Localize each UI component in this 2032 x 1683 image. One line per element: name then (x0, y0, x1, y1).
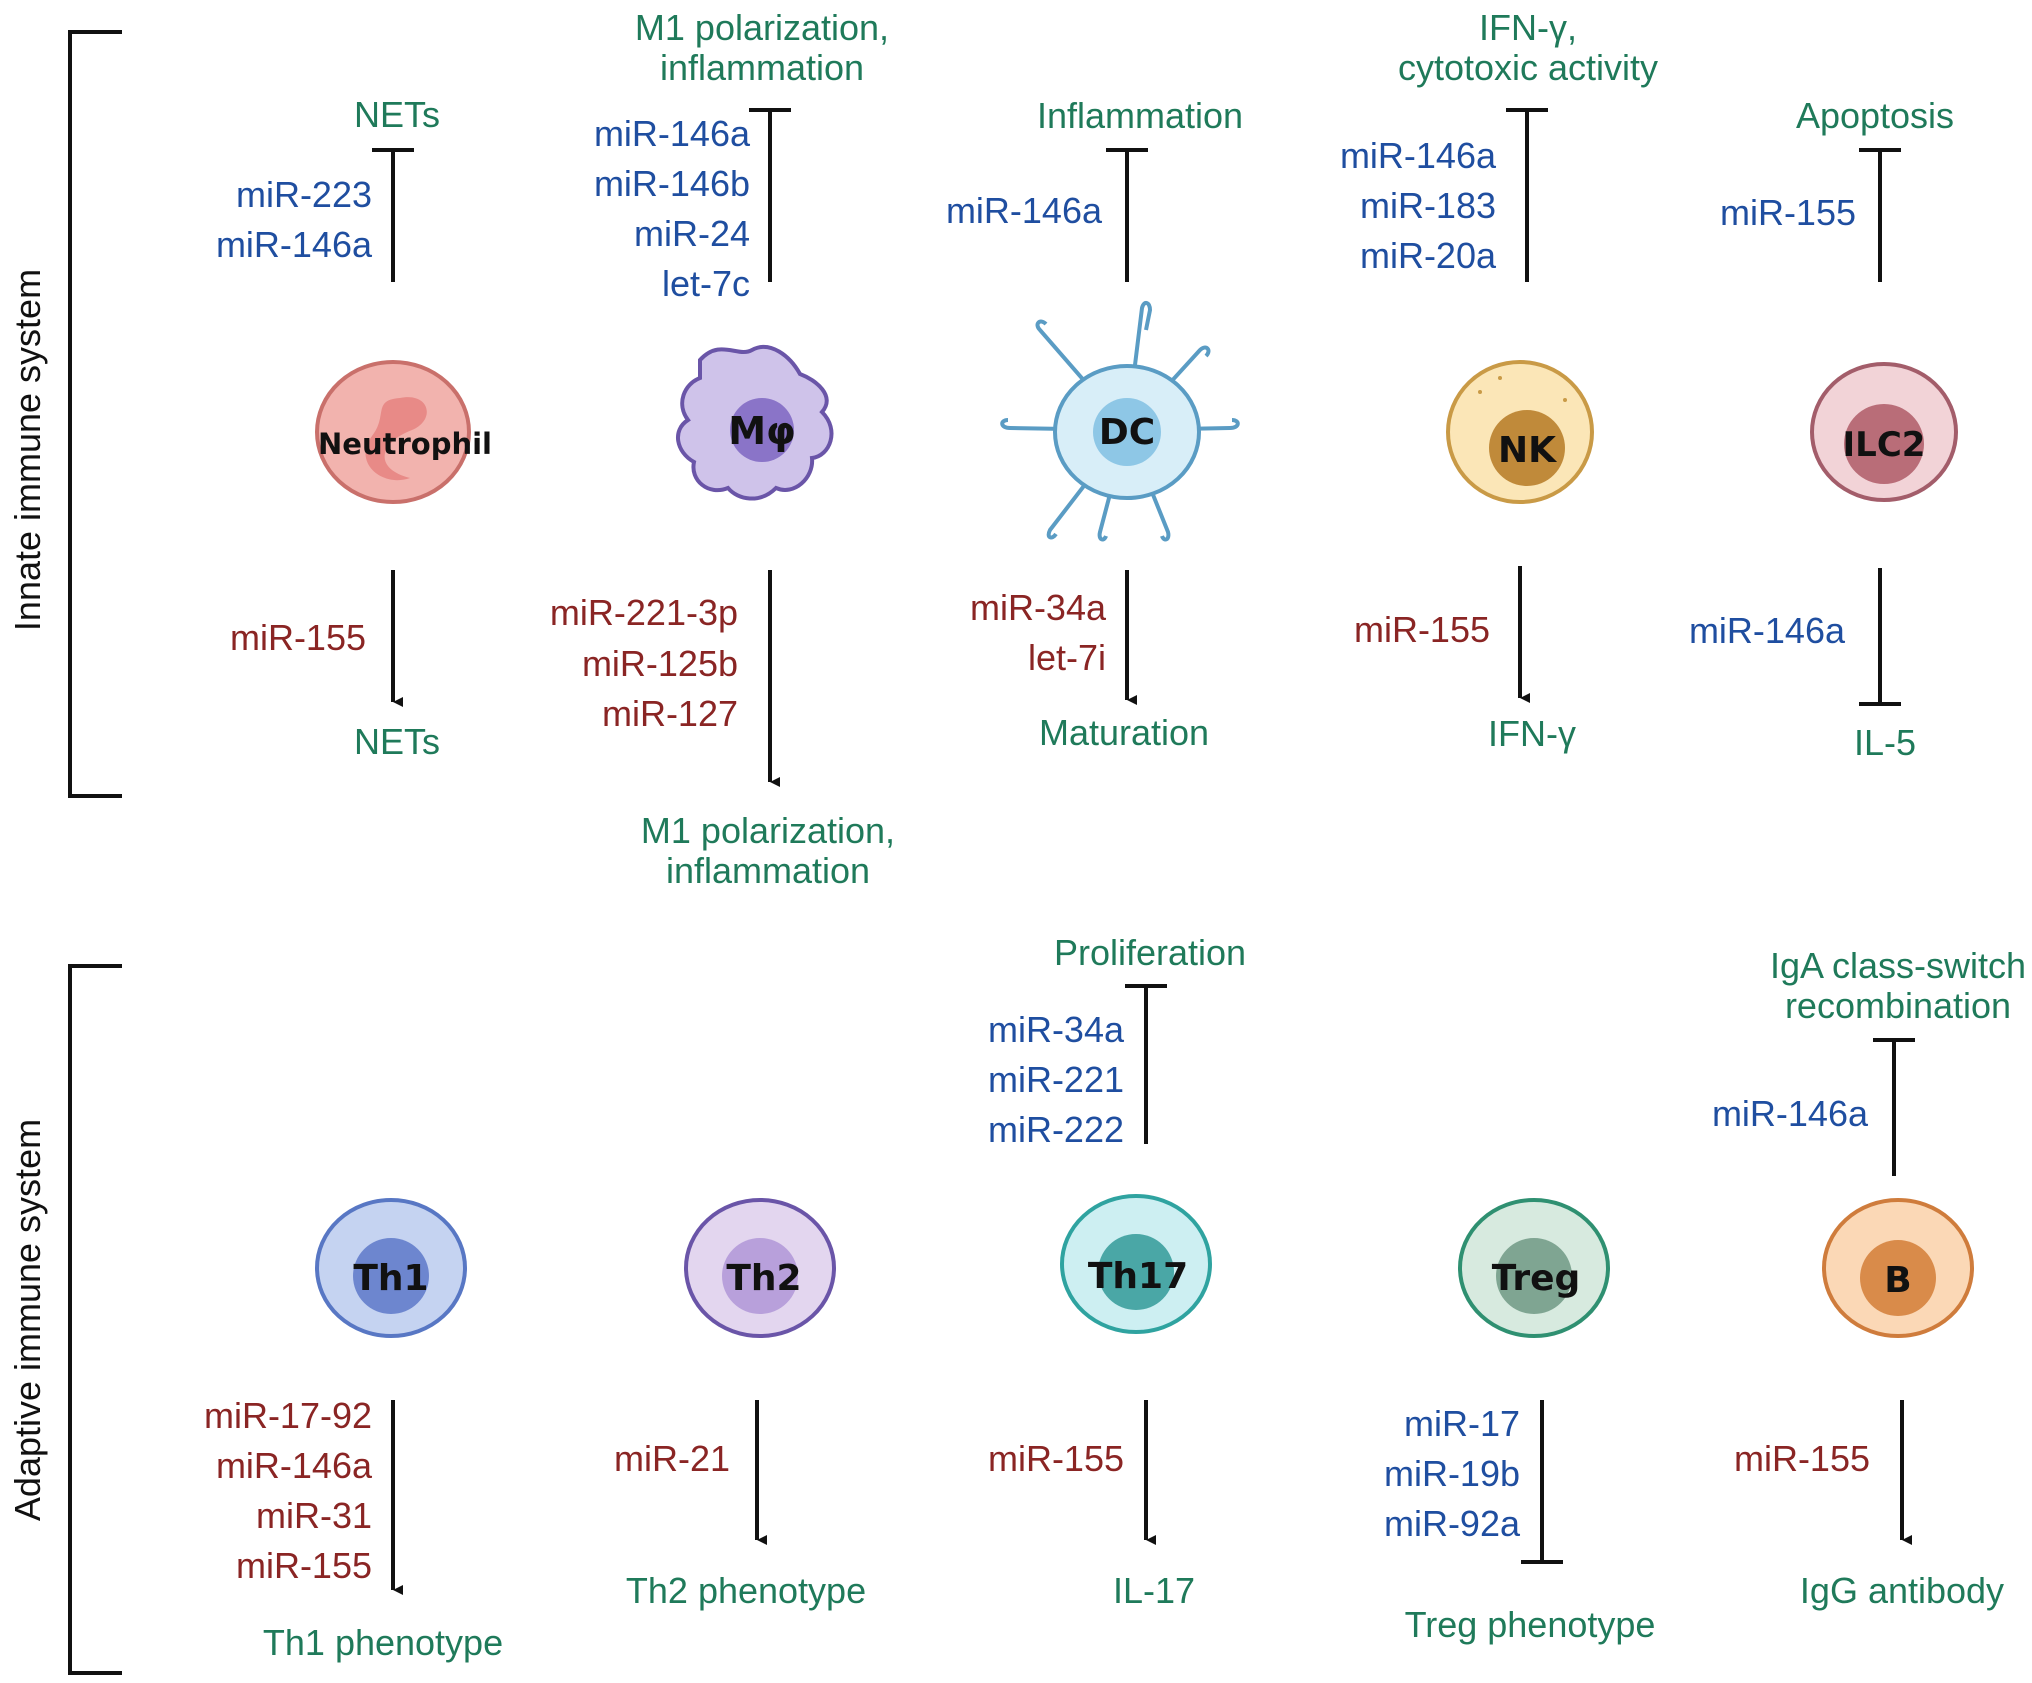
b-group: IgA class-switch recombination miR-146a … (1712, 945, 2026, 1611)
th17-above-effect: Proliferation (1054, 932, 1246, 973)
nk-above-effect: cytotoxic activity (1398, 47, 1658, 88)
nk-below-effect: IFN-γ (1488, 713, 1576, 754)
treg-below-effect: Treg phenotype (1405, 1604, 1656, 1645)
dc-group: Inflammation miR-146a DC miR-34a let-7i … (946, 95, 1243, 753)
b-below-effect: IgG antibody (1800, 1570, 2004, 1611)
adaptive-bracket (68, 964, 122, 1675)
neutrophil-group: NETs miR-223 miR-146a Neutrophil miR-155… (216, 94, 492, 762)
nk-above-effect: IFN-γ, (1479, 7, 1577, 48)
macrophage-above-effect: inflammation (660, 47, 864, 88)
b-label: B (1884, 1260, 1911, 1301)
treg-label: Treg (1492, 1258, 1581, 1299)
th1-below-mirna: miR-146a (216, 1445, 373, 1486)
b-below-mirna: miR-155 (1734, 1438, 1870, 1479)
macrophage-above-mirna: let-7c (662, 263, 750, 304)
dc-above-effect: Inflammation (1037, 95, 1243, 136)
th1-below-mirna: miR-31 (256, 1495, 372, 1536)
neutrophil-below-effect: NETs (354, 721, 440, 762)
b-above-mirna: miR-146a (1712, 1093, 1869, 1134)
treg-group: Treg miR-17 miR-19b miR-92a Treg phenoty… (1384, 1198, 1656, 1645)
th2-group: Th2 miR-21 Th2 phenotype (614, 1198, 866, 1611)
nk-below-mirna: miR-155 (1354, 609, 1490, 650)
nk-label: NK (1498, 430, 1557, 471)
macrophage-below-mirna: miR-221-3p (550, 592, 738, 633)
macrophage-above-mirna: miR-146a (594, 113, 751, 154)
ilc2-above-mirna: miR-155 (1720, 192, 1856, 233)
treg-below-mirna: miR-92a (1384, 1503, 1521, 1544)
macrophage-below-mirna: miR-127 (602, 693, 738, 734)
th17-above-mirna: miR-34a (988, 1009, 1125, 1050)
neutrophil-below-mirna: miR-155 (230, 617, 366, 658)
th17-below-effect: IL-17 (1113, 1570, 1195, 1611)
th17-group: Proliferation miR-34a miR-221 miR-222 Th… (988, 932, 1246, 1611)
innate-section-label: Innate immune system (7, 269, 48, 631)
neutrophil-above-mirna: miR-223 (236, 174, 372, 215)
th2-label: Th2 (726, 1258, 801, 1299)
th17-above-mirna: miR-222 (988, 1109, 1124, 1150)
dc-above-mirna: miR-146a (946, 190, 1103, 231)
nk-group: IFN-γ, cytotoxic activity miR-146a miR-1… (1340, 7, 1658, 754)
adaptive-section-label: Adaptive immune system (7, 1119, 48, 1521)
macrophage-above-mirna: miR-24 (634, 213, 750, 254)
innate-bracket (68, 30, 122, 798)
ilc2-below-mirna: miR-146a (1689, 610, 1846, 651)
dc-below-mirna: miR-34a (970, 587, 1107, 628)
macrophage-group: M1 polarization, inflammation miR-146a m… (550, 7, 895, 891)
macrophage-above-effect: M1 polarization, (635, 7, 889, 48)
treg-below-mirna: miR-19b (1384, 1453, 1520, 1494)
neutrophil-above-effect: NETs (354, 94, 440, 135)
nk-above-mirna: miR-183 (1360, 185, 1496, 226)
th2-below-effect: Th2 phenotype (626, 1570, 866, 1611)
ilc2-label: ILC2 (1843, 425, 1926, 465)
macrophage-label: Mφ (728, 409, 796, 453)
th1-label: Th1 (353, 1258, 428, 1299)
dc-below-effect: Maturation (1039, 712, 1209, 753)
nk-above-mirna: miR-146a (1340, 135, 1497, 176)
th1-group: Th1 miR-17-92 miR-146a miR-31 miR-155 Th… (204, 1198, 503, 1663)
dc-cell (1000, 301, 1240, 542)
macrophage-below-mirna: miR-125b (582, 643, 738, 684)
b-above-effect: IgA class-switch (1770, 945, 2026, 986)
b-above-effect: recombination (1785, 985, 2011, 1026)
macrophage-below-effect: M1 polarization, (641, 810, 895, 851)
neutrophil-label: Neutrophil (318, 427, 492, 461)
neutrophil-above-mirna: miR-146a (216, 224, 373, 265)
th1-below-mirna: miR-155 (236, 1545, 372, 1586)
th17-above-mirna: miR-221 (988, 1059, 1124, 1100)
treg-below-mirna: miR-17 (1404, 1403, 1520, 1444)
th1-below-mirna: miR-17-92 (204, 1395, 372, 1436)
th17-label: Th17 (1088, 1256, 1188, 1297)
dc-label: DC (1099, 412, 1155, 453)
ilc2-above-effect: Apoptosis (1796, 95, 1954, 136)
macrophage-above-mirna: miR-146b (594, 163, 750, 204)
macrophage-below-effect: inflammation (666, 850, 870, 891)
th1-below-effect: Th1 phenotype (263, 1622, 503, 1663)
nk-above-mirna: miR-20a (1360, 235, 1497, 276)
th2-below-mirna: miR-21 (614, 1438, 730, 1479)
dc-below-mirna: let-7i (1028, 637, 1106, 678)
ilc2-group: Apoptosis miR-155 ILC2 miR-146a IL-5 (1689, 95, 1958, 763)
th17-below-mirna: miR-155 (988, 1438, 1124, 1479)
ilc2-below-effect: IL-5 (1854, 722, 1916, 763)
